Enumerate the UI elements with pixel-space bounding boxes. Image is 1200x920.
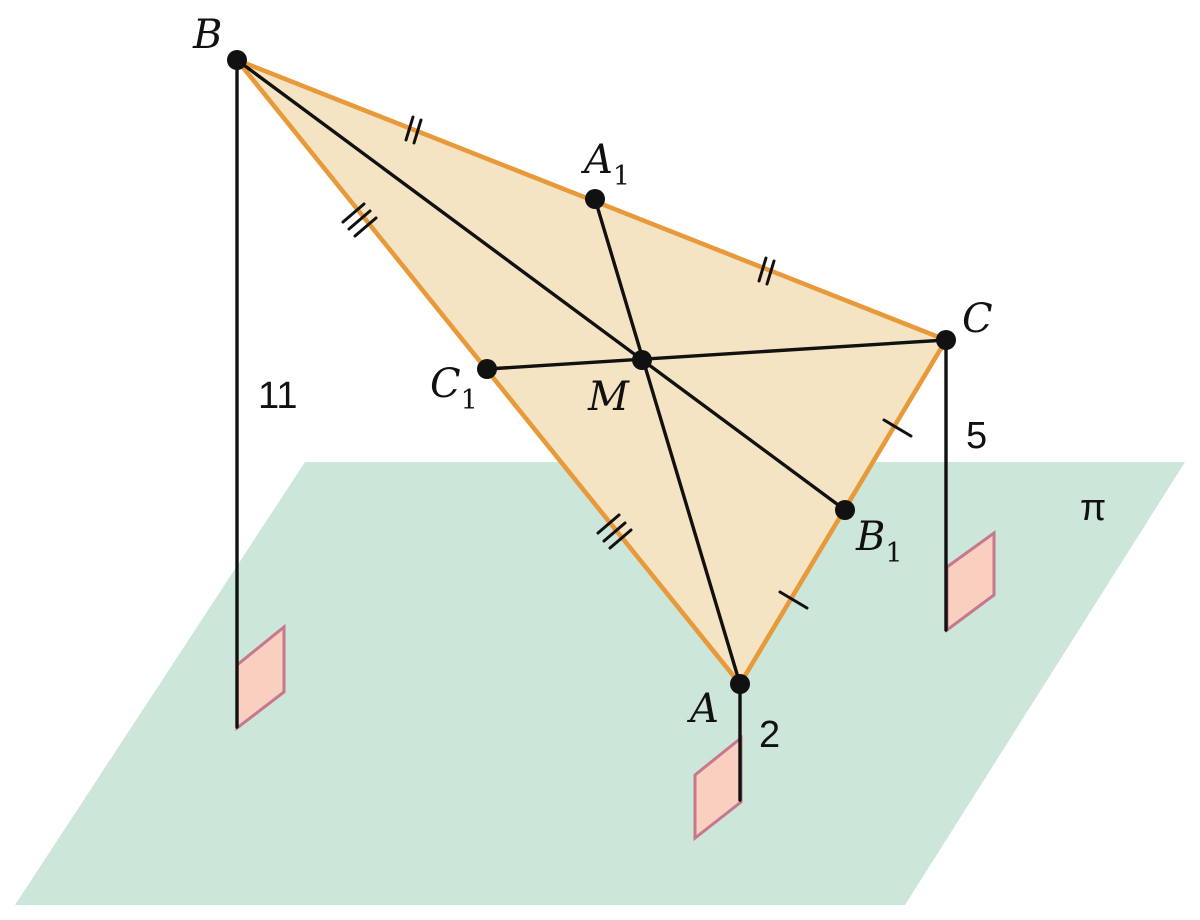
point-b1 [835, 500, 855, 520]
label-a1: A1 [580, 137, 630, 192]
point-c [936, 330, 956, 350]
point-c1 [477, 359, 497, 379]
tick-marks-bc [404, 115, 776, 286]
median-from-a [593, 197, 742, 686]
plane-label: π [1080, 487, 1106, 529]
point-m [632, 350, 652, 370]
label-b: B [192, 12, 222, 58]
tick-marks-ca [778, 418, 913, 610]
triangle-abc [237, 60, 946, 684]
median-from-c [485, 338, 948, 371]
label-b1: B1 [855, 514, 903, 569]
point-a [730, 674, 750, 694]
label-m: M [587, 374, 630, 420]
distance-label-c: 5 [966, 415, 987, 457]
label-a: A [686, 686, 719, 732]
plane-pi [15, 462, 1185, 905]
label-c1: C1 [430, 361, 478, 416]
right-angle-marker-a [693, 734, 743, 842]
point-a1 [585, 189, 605, 209]
distance-label-a: 2 [759, 714, 780, 756]
median-from-b [235, 58, 847, 512]
distance-label-b: 11 [258, 375, 297, 417]
label-c: C [962, 296, 993, 342]
tick-marks-ba [341, 202, 633, 550]
point-b [227, 50, 247, 70]
